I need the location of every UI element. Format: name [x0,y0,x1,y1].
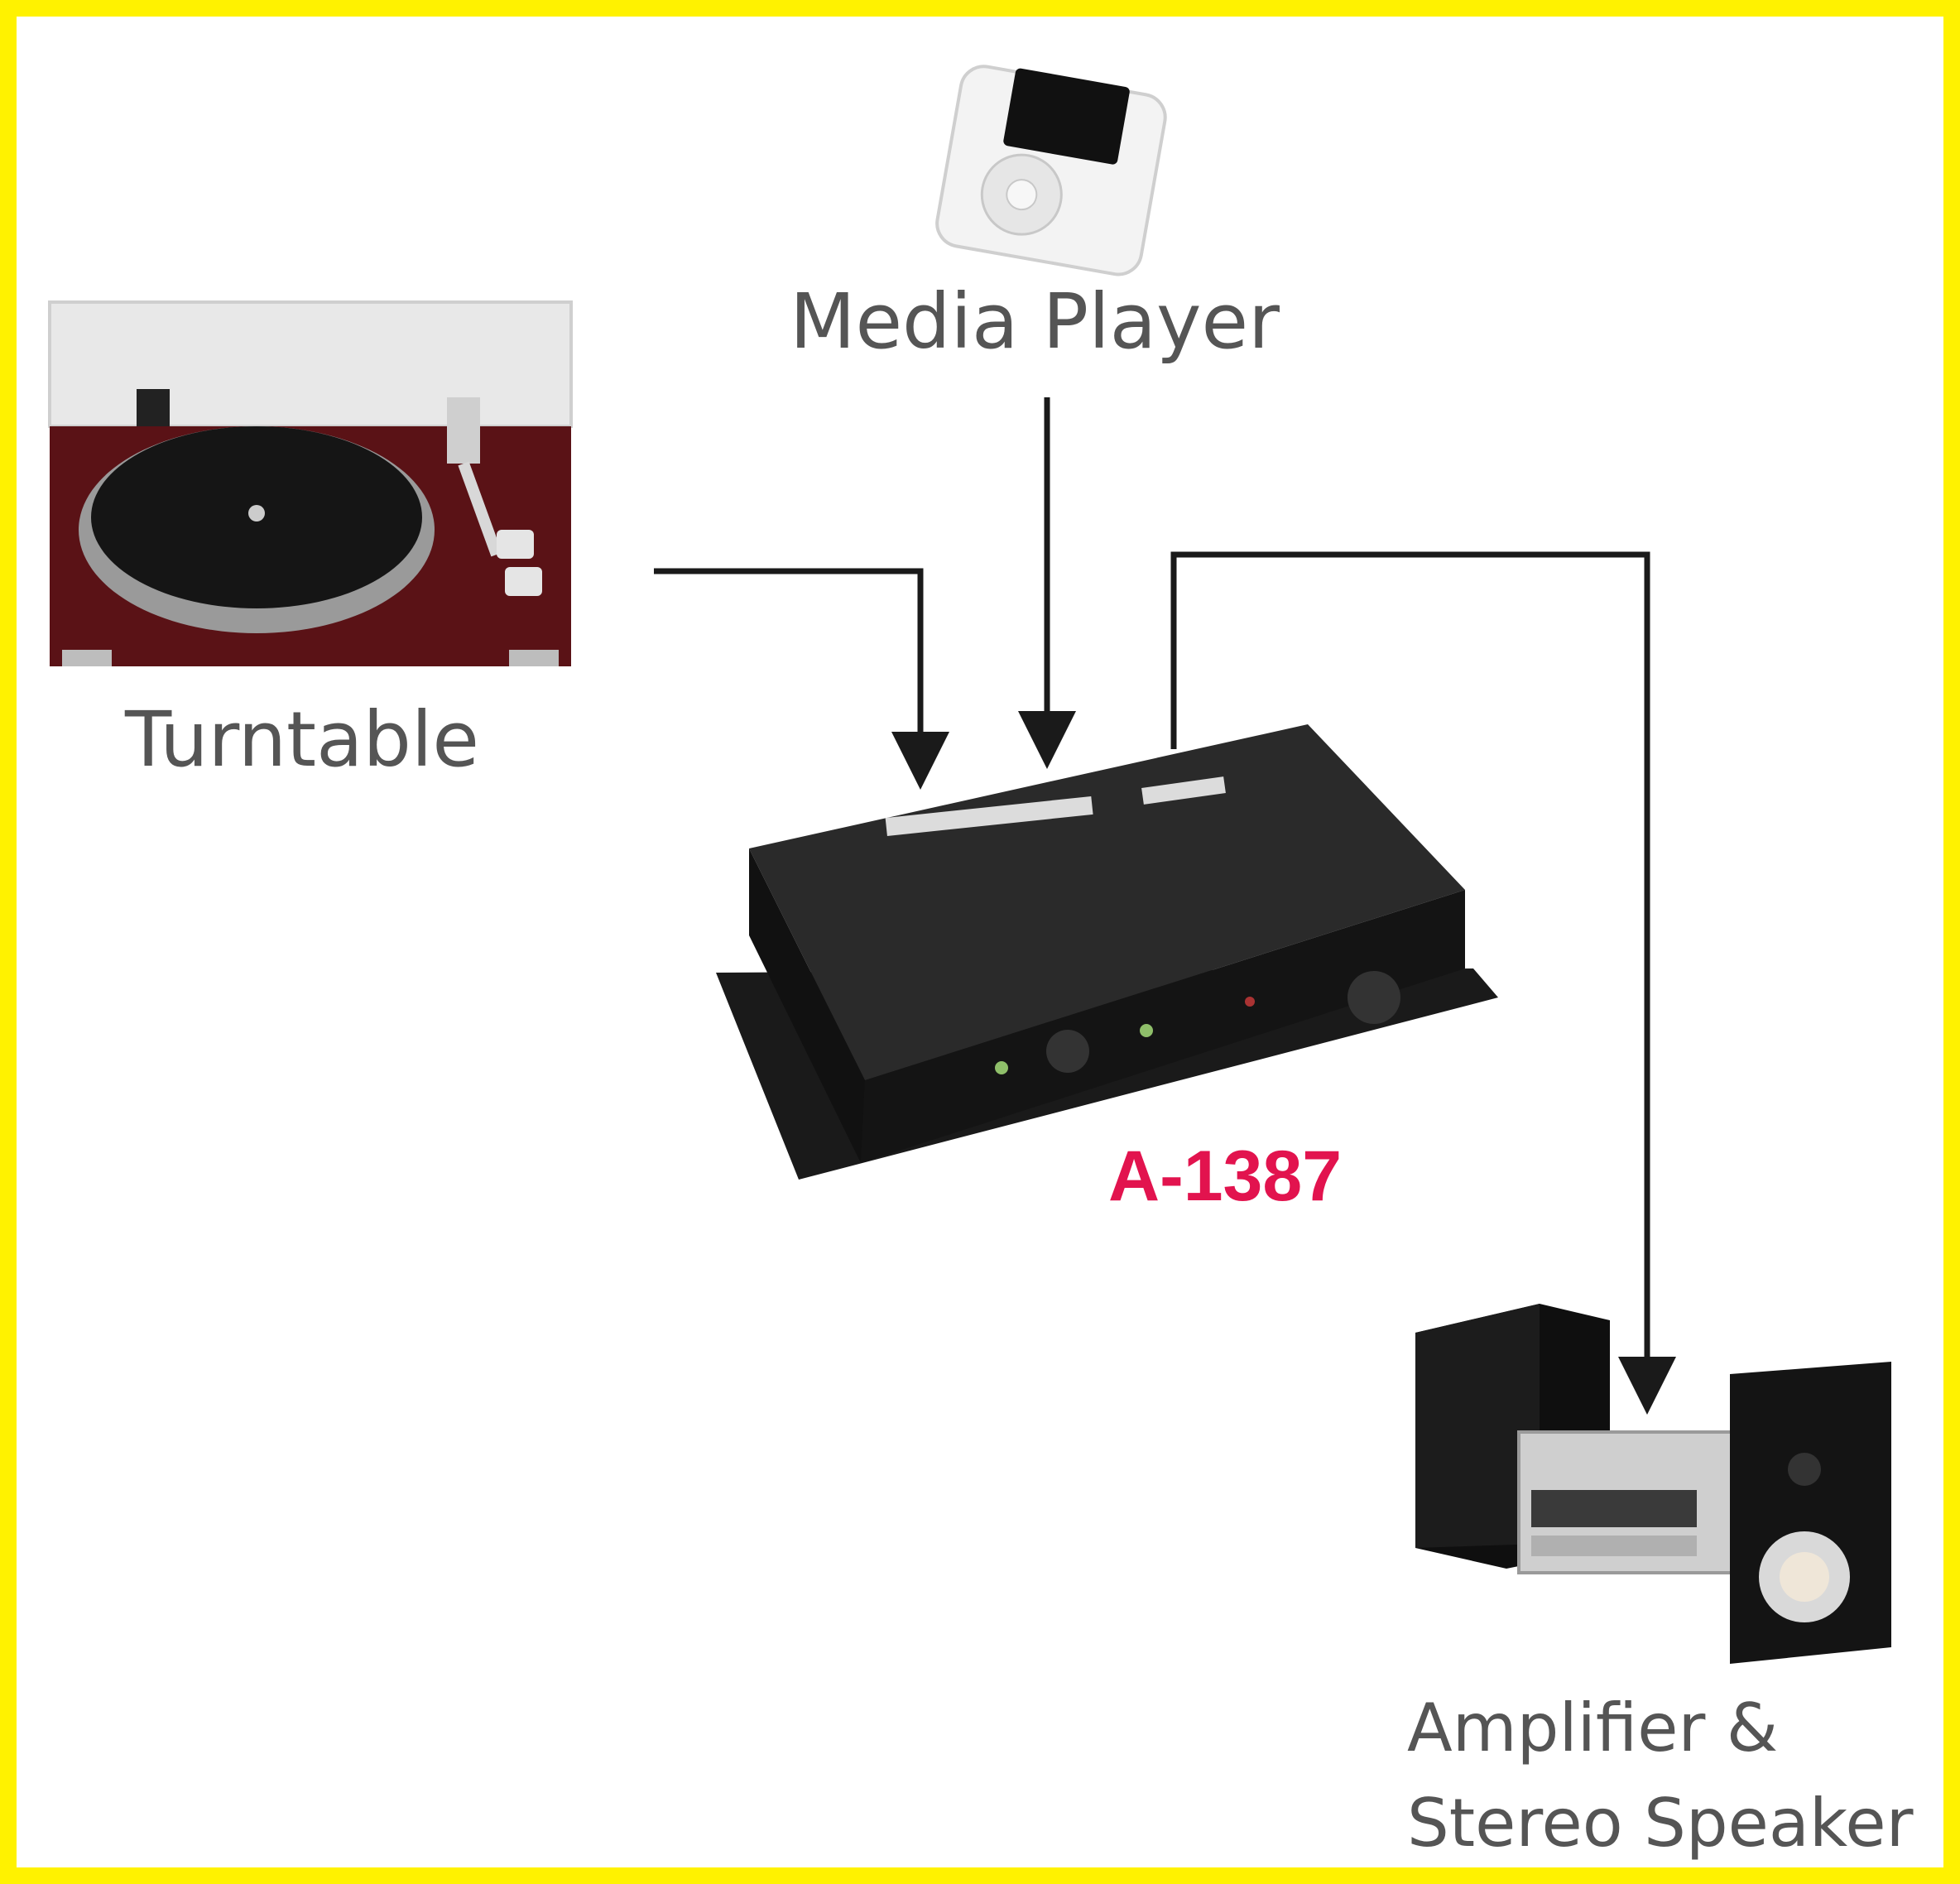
arrow-turntable-to-preamp [654,568,949,790]
preamp-model-label: A-1387 [1108,1137,1342,1216]
amplifier-label-line2: Stereo Speaker [1407,1785,1914,1862]
turntable-label: Turntable [124,695,479,784]
arrow-preamp-to-amplifier [1170,551,1676,1415]
preamp-device-icon [716,724,1498,1180]
turntable-icon [48,300,573,666]
amplifier-label-line1: Amplifier & [1407,1689,1778,1766]
stereo-system-icon [1415,1304,1891,1664]
media-player-icon [935,65,1167,276]
media-player-label: Media Player [790,277,1280,366]
